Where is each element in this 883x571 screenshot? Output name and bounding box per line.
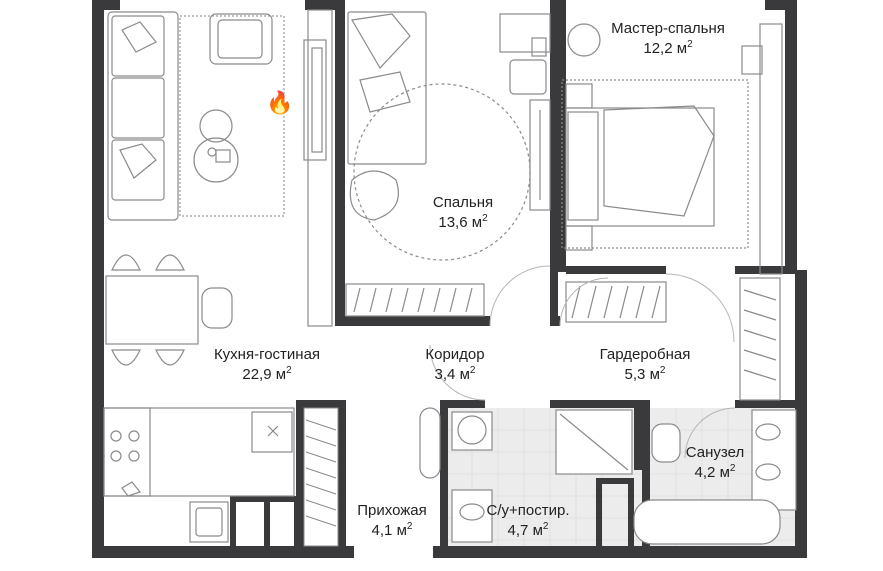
sofa bbox=[107, 11, 179, 221]
room-area: 22,9 м2 bbox=[242, 364, 292, 383]
room-area: 5,3 м2 bbox=[624, 364, 666, 383]
room-label-kitchen-living: Кухня-гостиная 22,9 м2 bbox=[196, 346, 338, 385]
dining-table bbox=[105, 254, 233, 366]
room-label-bedroom: Спальня 13,6 м2 bbox=[398, 194, 528, 233]
room-label-bathroom: Санузел 4,2 м2 bbox=[670, 444, 760, 483]
room-area: 3,4 м2 bbox=[434, 364, 476, 383]
fire-icon: 🔥 bbox=[266, 90, 294, 115]
room-label-master-bedroom: Мастер-спальня 12,2 м2 bbox=[598, 20, 738, 59]
room-area: 4,7 м2 bbox=[507, 520, 549, 539]
room-area: 12,2 м2 bbox=[643, 38, 693, 57]
room-area: 4,1 м2 bbox=[371, 520, 413, 539]
room-name: Спальня bbox=[432, 194, 494, 211]
room-label-wardrobe: Гардеробная 5,3 м2 bbox=[580, 346, 710, 385]
room-name: Прихожая bbox=[357, 502, 427, 519]
room-name: Мастер-спальня bbox=[611, 20, 725, 37]
room-area: 4,2 м2 bbox=[694, 462, 736, 481]
room-name: Коридор bbox=[425, 346, 485, 363]
armchair bbox=[209, 13, 273, 65]
room-label-hallway: Прихожая 4,1 м2 bbox=[344, 502, 440, 541]
kitchen-counter bbox=[103, 407, 295, 543]
master-furniture bbox=[499, 13, 783, 401]
room-area: 13,6 м2 bbox=[438, 212, 488, 231]
room-label-wc-laundry: С/у+постир. 4,7 м2 bbox=[470, 502, 586, 541]
bathroom-fixtures bbox=[419, 407, 797, 545]
room-name: С/у+постир. bbox=[486, 502, 570, 519]
tv-console bbox=[303, 9, 333, 327]
room-name: Санузел bbox=[685, 444, 745, 461]
living-rug bbox=[179, 15, 285, 217]
door-swings bbox=[429, 265, 736, 459]
bedroom-furniture bbox=[345, 11, 551, 317]
room-label-corridor: Коридор 3,4 м2 bbox=[400, 346, 510, 385]
room-name: Гардеробная bbox=[599, 346, 691, 363]
coffee-table bbox=[193, 109, 239, 183]
room-name: Кухня-гостиная bbox=[213, 346, 321, 363]
entry-wardrobe bbox=[303, 407, 339, 547]
